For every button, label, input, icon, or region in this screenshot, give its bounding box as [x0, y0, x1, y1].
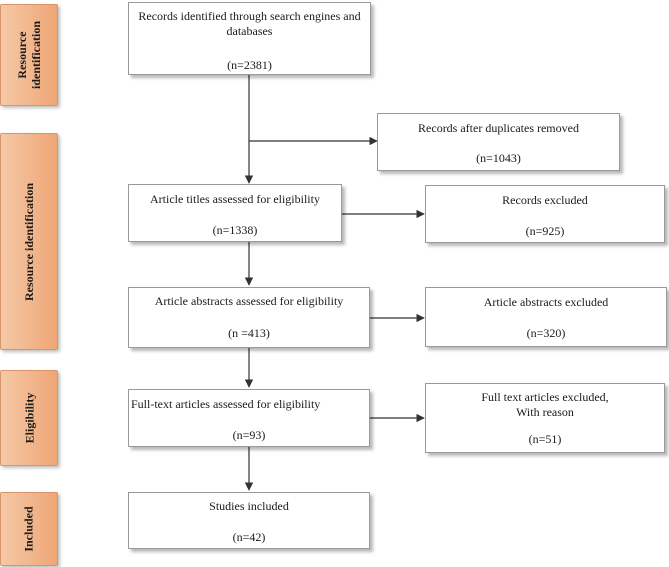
box-count: (n =413) [228, 326, 270, 340]
box-count: (n=320) [526, 326, 566, 340]
box-title: Article abstracts assessed for eligibili… [154, 294, 344, 308]
box-count: (n=1043) [476, 151, 521, 165]
fulltext-assessed-box: Full-text articles assessed for eligibil… [128, 389, 370, 447]
box-count: (n=2381) [227, 58, 272, 72]
box-title: Studies included [209, 499, 289, 513]
fulltext-excluded-box: Full text articles excluded, With reason… [425, 383, 665, 453]
box-count: (n=51) [528, 432, 562, 446]
stage-label-resource-identification-1: Resource identification [0, 4, 58, 106]
box-title: Article abstracts excluded [483, 295, 609, 309]
titles-assessed-box: Article titles assessed for eligibility … [128, 184, 342, 242]
duplicates-removed-box: Records after duplicates removed (n=1043… [377, 113, 620, 171]
stage-label-included: Included [0, 492, 58, 566]
box-title: Records after duplicates removed [418, 121, 579, 135]
box-title: Full text articles excluded, With reason [481, 390, 609, 419]
box-count: (n=93) [232, 428, 266, 442]
records-excluded-box: Records excluded (n=925) [425, 185, 665, 243]
box-title: Full-text articles assessed for eligibil… [131, 397, 321, 411]
box-count: (n=42) [232, 530, 266, 544]
studies-included-box: Studies included (n=42) [128, 492, 370, 549]
stage-label-resource-identification-2: Resource identification [0, 133, 58, 350]
box-title: Records excluded [502, 193, 588, 207]
stage-label-eligibility: Eligibility [0, 370, 58, 466]
records-identified-box: Records identified through search engine… [128, 2, 371, 75]
box-count: (n=925) [525, 224, 565, 238]
abstracts-excluded-box: Article abstracts excluded (n=320) [425, 287, 667, 347]
abstracts-assessed-box: Article abstracts assessed for eligibili… [128, 287, 370, 348]
box-count: (n=1338) [212, 223, 258, 237]
box-title: Article titles assessed for eligibility [150, 192, 320, 206]
box-title: Records identified through search engine… [138, 9, 361, 38]
